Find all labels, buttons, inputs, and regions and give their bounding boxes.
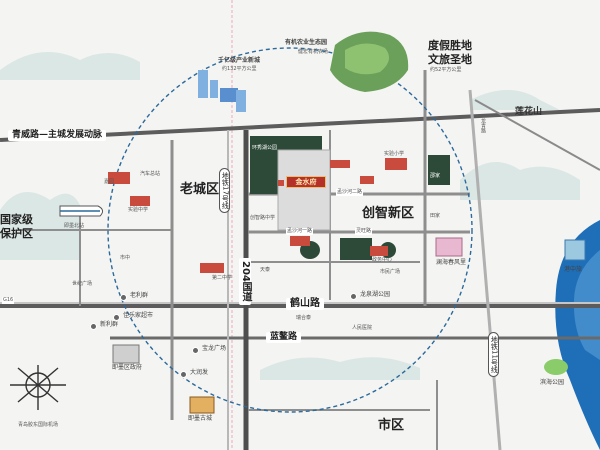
govt-building — [112, 344, 140, 364]
poi-agri-park-sub: 健宏有机农场 — [298, 49, 329, 55]
poi-building — [330, 160, 350, 168]
poi-jimo-govt: 即墨区政府 — [112, 364, 143, 371]
poi-building — [200, 263, 224, 273]
industry-bldg-2 — [210, 80, 218, 98]
road-label-lanao: 蓝鳌路 — [266, 332, 302, 343]
poi-tianjia: 田家 — [430, 213, 441, 219]
road-label-204: 204国道 — [239, 258, 251, 305]
poi-hospital: 人民医院 — [352, 325, 373, 331]
road-label-longqing: 龙青路 — [480, 118, 486, 133]
poi-holiday: 度假胜地 — [428, 39, 472, 52]
poi-marker[interactable] — [350, 293, 357, 300]
poi-building — [290, 236, 310, 246]
poi-mall: 世纪广场 — [72, 281, 93, 287]
poi-govt-center: 政务中心 — [372, 257, 393, 263]
poi-baolong: 宝龙广场 — [202, 345, 227, 352]
mountain-left-top — [0, 52, 140, 80]
poi-lanhai: 澜海春风里 — [436, 259, 467, 266]
project-buildings — [277, 149, 331, 231]
poi-holiday-sub: 约52平方公里 — [430, 67, 462, 73]
poi-building — [360, 176, 374, 184]
road-label-g16: G16 — [2, 297, 15, 304]
poi-holiday2: 文旅圣地 — [428, 53, 472, 66]
poi-jimo-north: 即墨北站 — [64, 223, 85, 229]
poi-laoliqun: 老利群 — [130, 292, 149, 299]
poi-longquan: 龙泉湖公园 — [360, 291, 391, 298]
poi-xinli: 新利群 — [100, 321, 119, 328]
harbour-icon — [564, 239, 586, 261]
road-label-mengsha2: 孟沙河二路 — [336, 189, 364, 196]
green-park-block-3 — [428, 155, 450, 185]
agri-hill-top — [345, 43, 389, 75]
poi-marker[interactable] — [192, 347, 199, 354]
poi-bus-station: 汽车总站 — [140, 171, 161, 177]
poi-cbd: 市民广场 — [380, 269, 401, 275]
poi-building — [108, 172, 130, 184]
poi-school3: 第二中学 — [212, 275, 233, 281]
airport-shape — [10, 365, 66, 410]
road-label-heshan: 鹤山路 — [286, 298, 324, 310]
poi-dalun: 大润发 — [190, 369, 209, 376]
mountain-right-mid — [460, 162, 580, 200]
mountain-bottom — [260, 357, 420, 380]
poi-ruihui: 瑞合泰 — [296, 315, 312, 321]
road-label-mengsha1: 孟沙河一路 — [286, 228, 314, 235]
poi-building — [130, 196, 150, 206]
district-protect-line1: 国家级 — [0, 213, 33, 226]
district-protect-line2: 保护区 — [0, 227, 33, 240]
poi-marker[interactable] — [113, 314, 120, 321]
poi-airport: 青岛胶东国际机场 — [18, 422, 59, 428]
mountain-right-top — [470, 90, 560, 110]
poi-school1: 实验小学 — [384, 151, 405, 157]
district-chuangzhi: 创智新区 — [362, 206, 415, 221]
road-diag — [474, 99, 600, 171]
poi-jiayuan: 嘉园 — [104, 179, 115, 185]
poi-marker[interactable] — [120, 294, 127, 301]
district-city: 市区 — [378, 418, 405, 433]
lanhai-building — [435, 237, 463, 257]
poi-agri-park: 有机农业生态园 — [285, 39, 328, 46]
industry-bldg-4 — [236, 90, 246, 112]
poi-marker[interactable] — [180, 371, 187, 378]
poi-industry: 千亿级产业新城 — [218, 57, 261, 64]
poi-jiale: 佳乐家超市 — [123, 312, 154, 319]
poi-building — [278, 180, 284, 186]
road-label-lingwang: 灵旺路 — [355, 228, 373, 235]
project-logo[interactable]: 金水府 — [286, 176, 326, 188]
radius-ring — [107, 47, 473, 413]
poi-harbour: 港中旅 — [564, 266, 583, 273]
binhai-icon — [544, 359, 568, 375]
poi-industry-sub: 约132平方公里 — [222, 66, 257, 72]
poi-building — [385, 158, 407, 170]
industry-bldg-3 — [220, 88, 238, 102]
poi-jimo-town: 即墨古城 — [188, 415, 213, 422]
metro-11-badge: 地铁11号线 — [488, 332, 500, 377]
poi-lotus: 莲花山 — [515, 107, 543, 117]
poi-middle: 创智路中学 — [250, 215, 276, 221]
poi-marker[interactable] — [90, 323, 97, 330]
old-town-gate — [189, 396, 215, 414]
poi-binhai: 滨海公园 — [540, 379, 565, 386]
poi-shizhong: 市中 — [120, 255, 131, 261]
poi-park-ring: 环秀湖公园 — [252, 145, 278, 151]
poi-school2: 实验中学 — [128, 207, 149, 213]
road-label-qingwei: 青威路—主城发展动脉 — [8, 130, 107, 141]
district-old-city: 老城区 — [180, 182, 220, 197]
metro-17-badge: 地铁17号线 — [219, 168, 231, 213]
metro-11 — [468, 89, 502, 450]
poi-building — [370, 246, 388, 256]
poi-jiangxi: 邵家 — [430, 173, 441, 179]
industry-bldg-1 — [198, 70, 208, 98]
green-park-block-2 — [340, 238, 372, 260]
poi-tiantai: 天泰 — [260, 267, 271, 273]
